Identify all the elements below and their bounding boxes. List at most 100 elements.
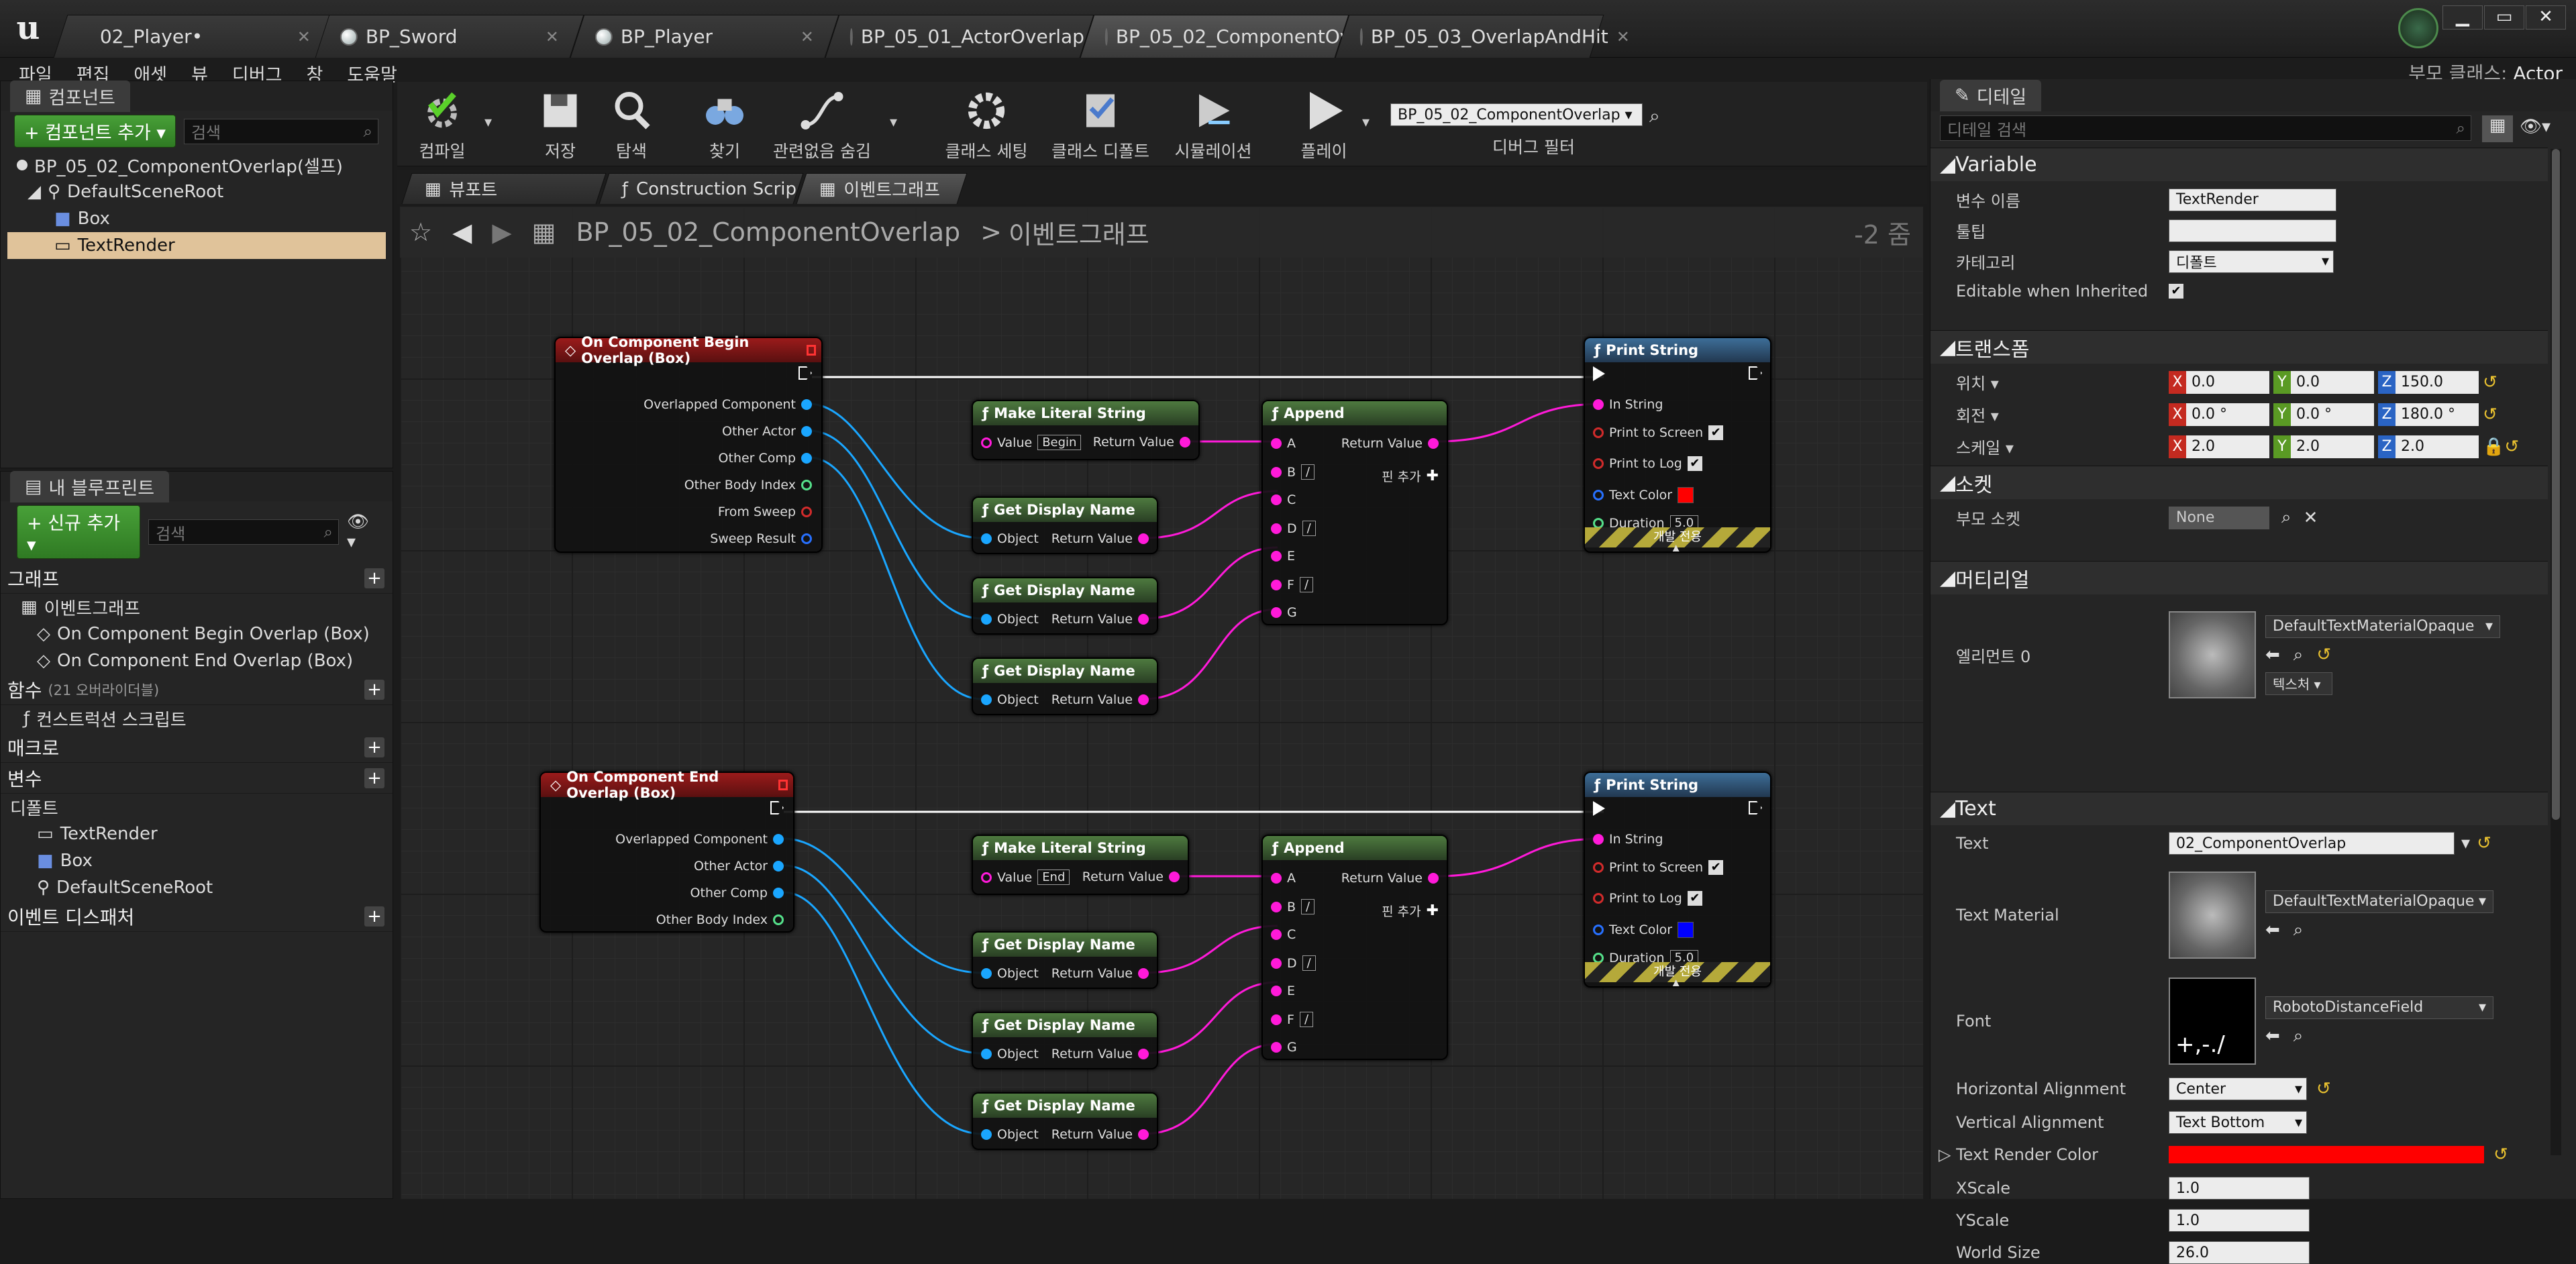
exec-out-pin[interactable] xyxy=(770,801,784,814)
exec-in-pin[interactable] xyxy=(1593,801,1605,816)
lock-icon[interactable]: 🔒 xyxy=(2483,436,2505,457)
pin-e[interactable]: E xyxy=(1271,984,1295,998)
tab-bp-05-03[interactable]: BP_05_03_OverlapAndHit✕ xyxy=(1335,15,1630,58)
event-begin-overlap[interactable]: ◇On Component Begin Overlap (Box) xyxy=(37,624,370,644)
event-graph-item[interactable]: ▦이벤트그래프 xyxy=(21,597,141,619)
tree-item-text-render[interactable]: ▭TextRender xyxy=(7,232,386,259)
pin-object[interactable]: Object xyxy=(981,612,1039,627)
text-render-color-swatch[interactable] xyxy=(2169,1146,2484,1163)
breadcrumb-graph[interactable]: 이벤트그래프 xyxy=(1008,219,1149,250)
play-options-dropdown[interactable]: ▾ xyxy=(1362,114,1370,131)
pin-a[interactable]: A xyxy=(1271,871,1296,886)
reset-icon[interactable]: ↺ xyxy=(2477,833,2491,853)
pin-b[interactable]: B/ xyxy=(1271,464,1315,480)
tab-bp-sword[interactable]: BP_Sword✕ xyxy=(315,15,584,58)
delegate-pin[interactable] xyxy=(807,345,816,356)
pin-return-value[interactable]: Return Value xyxy=(1341,436,1439,451)
pin-text-color[interactable]: Text Color xyxy=(1593,487,1694,503)
browse-asset-icon[interactable]: ⌕ xyxy=(2293,919,2304,940)
yscale-input[interactable]: 1.0 xyxy=(2169,1209,2310,1232)
close-icon[interactable]: ✕ xyxy=(297,27,311,46)
class-defaults-button[interactable]: 클래스 디폴트 xyxy=(1047,87,1154,162)
play-button[interactable]: 플레이 xyxy=(1287,87,1361,162)
exec-out-pin[interactable] xyxy=(1749,366,1762,380)
pin-other-comp[interactable]: Other Comp xyxy=(719,451,812,466)
horizontal-alignment-select[interactable]: Center▾ xyxy=(2169,1077,2307,1100)
collapse-arrow-icon[interactable]: ▲ xyxy=(1671,976,1682,988)
pin-sweep-result[interactable]: Sweep Result xyxy=(710,531,812,546)
print-log-checkbox[interactable]: ✔ xyxy=(1687,891,1702,906)
var-text-render[interactable]: ▭TextRender xyxy=(37,824,158,844)
find-button[interactable]: 찾기 xyxy=(691,87,758,162)
pin-c[interactable]: C xyxy=(1271,492,1296,507)
property-matrix-icon[interactable]: ▦ xyxy=(2482,115,2513,142)
tab-02-player[interactable]: 02_Player•✕ xyxy=(53,15,336,58)
compile-options-dropdown[interactable]: ▾ xyxy=(484,114,493,131)
pin-overlapped-component[interactable]: Overlapped Component xyxy=(615,832,784,847)
pin-object[interactable]: Object xyxy=(981,692,1039,707)
reset-icon[interactable]: ↺ xyxy=(2483,404,2497,425)
close-window-icon[interactable]: ✕ xyxy=(2526,5,2566,30)
value-input[interactable]: End xyxy=(1037,870,1070,885)
browse-asset-icon[interactable]: ⌕ xyxy=(2293,644,2304,665)
font-thumbnail[interactable]: +,-./ xyxy=(2169,978,2256,1065)
world-size-input[interactable]: 26.0 xyxy=(2169,1241,2310,1264)
material-select[interactable]: DefaultTextMaterialOpaque▾ xyxy=(2265,615,2500,638)
pin-other-body-index[interactable]: Other Body Index xyxy=(656,912,784,927)
use-selected-icon[interactable]: ⬅ xyxy=(2265,1025,2280,1046)
chevron-down-icon[interactable]: ▾ xyxy=(2461,833,2471,853)
components-tab[interactable]: ▦컴포넌트 xyxy=(10,80,130,112)
simulation-button[interactable]: 시뮬레이션 xyxy=(1166,87,1260,162)
pin-object[interactable]: Object xyxy=(981,966,1039,981)
pin-return-value[interactable]: Return Value xyxy=(1341,871,1439,886)
value-input[interactable]: Begin xyxy=(1037,435,1082,450)
maximize-icon[interactable]: ▭ xyxy=(2484,5,2524,30)
add-dispatcher-button[interactable]: + xyxy=(364,906,384,927)
reset-icon[interactable]: ↺ xyxy=(2493,1145,2508,1165)
my-blueprint-search[interactable]: 검색⌕ xyxy=(148,519,339,545)
scrollbar[interactable] xyxy=(2551,149,2561,1155)
pin-g[interactable]: G xyxy=(1271,605,1297,620)
pin-other-comp[interactable]: Other Comp xyxy=(690,886,784,900)
print-screen-checkbox[interactable]: ✔ xyxy=(1708,860,1724,875)
exec-out-pin[interactable] xyxy=(798,366,812,380)
tree-item-default-scene-root[interactable]: ◢⚲DefaultSceneRoot xyxy=(28,182,224,202)
font-select[interactable]: RobotoDistanceField▾ xyxy=(2265,996,2493,1019)
pin-in-string[interactable]: In String xyxy=(1593,832,1663,847)
pin-object[interactable]: Object xyxy=(981,1047,1039,1061)
reset-icon[interactable]: ↺ xyxy=(2316,644,2332,665)
default-category[interactable]: 디폴트 xyxy=(10,798,58,819)
parent-socket-field[interactable]: None xyxy=(2169,506,2269,529)
minimize-icon[interactable]: ▁ xyxy=(2442,5,2483,30)
pin-print-to-screen[interactable]: Print to Screen✔ xyxy=(1593,425,1724,440)
pin-from-sweep[interactable]: From Sweep xyxy=(718,505,812,519)
eye-icon[interactable]: 👁▾ xyxy=(2520,117,2551,137)
section-material[interactable]: ◢ 머티리얼 xyxy=(1930,561,2548,594)
my-blueprint-tab[interactable]: ▤내 블루프린트 xyxy=(10,470,170,503)
debug-object-select[interactable]: BP_05_02_ComponentOverlap ▾ xyxy=(1390,103,1643,126)
xscale-input[interactable]: 1.0 xyxy=(2169,1177,2310,1200)
vertical-alignment-select[interactable]: Text Bottom▾ xyxy=(2169,1111,2307,1134)
exec-in-pin[interactable] xyxy=(1593,366,1605,381)
details-search[interactable]: 디테일 검색⌕ xyxy=(1940,115,2471,141)
pin-return-value[interactable]: Return Value xyxy=(1051,692,1149,707)
